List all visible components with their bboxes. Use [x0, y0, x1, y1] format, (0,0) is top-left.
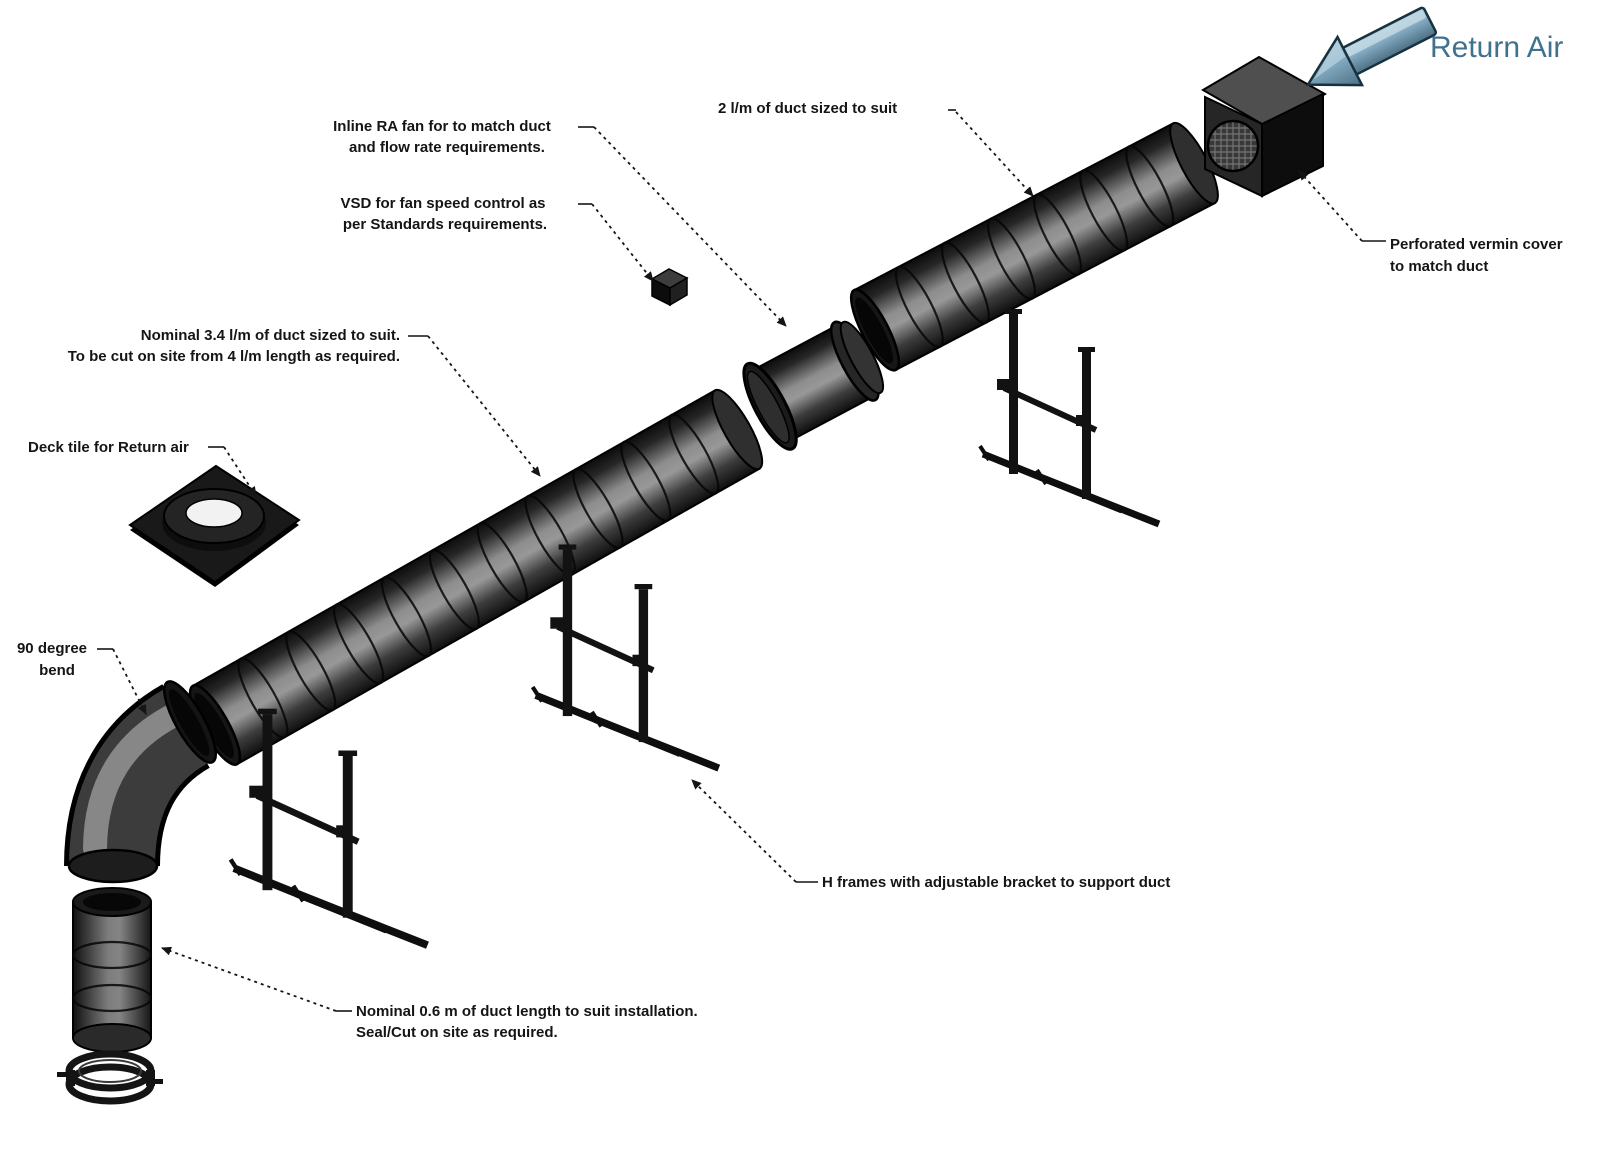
label-duct-06m-line2: Seal/Cut on site as required. [356, 1024, 558, 1041]
label-bend-line1: 90 degree [17, 640, 87, 657]
deck-tile-part [128, 464, 301, 587]
label-duct-2lm: 2 l/m of duct sized to suit [718, 100, 897, 117]
inline-ra-fan [742, 320, 885, 451]
label-duct-34lm-line1: Nominal 3.4 l/m of duct sized to suit. [141, 327, 400, 344]
bend-90-degree-part [64, 680, 217, 884]
duct-section-2lm [849, 121, 1219, 372]
label-vermin-cover: Perforated vermin cover to match duct [1390, 236, 1563, 275]
perforated-mesh [1206, 119, 1260, 173]
label-duct-34lm-line2: To be cut on site from 4 l/m length as r… [68, 348, 400, 365]
return-air-arrow-icon [1305, 6, 1437, 87]
label-vermin-line1: Perforated vermin cover [1390, 236, 1563, 253]
label-duct-34lm: Nominal 3.4 l/m of duct sized to suit. T… [68, 327, 400, 365]
duct-section-3-4lm [188, 388, 764, 766]
label-vsd-line2: per Standards requirements. [343, 216, 547, 233]
return-air-label: Return Air [1430, 31, 1563, 64]
label-vsd-line1: VSD for fan speed control as [340, 195, 545, 212]
label-duct-06m-line1: Nominal 0.6 m of duct length to suit ins… [356, 1003, 698, 1020]
label-vermin-line2: to match duct [1390, 258, 1488, 275]
label-inline-fan-line1: Inline RA fan for to match duct [333, 118, 551, 135]
label-inline-fan-line2: and flow rate requirements. [349, 139, 545, 156]
label-h-frames: H frames with adjustable bracket to supp… [822, 874, 1170, 891]
leader-lines [97, 109, 1386, 1012]
label-deck-tile: Deck tile for Return air [28, 439, 189, 456]
flange-ring [57, 1050, 163, 1105]
label-inline-fan: Inline RA fan for to match duct and flow… [333, 118, 551, 156]
label-bend-line2: bend [39, 662, 75, 679]
vsd-box [650, 268, 689, 307]
label-bend: 90 degree bend [17, 640, 87, 679]
label-duct-06m: Nominal 0.6 m of duct length to suit ins… [356, 1003, 698, 1041]
duct-section-0-6m [71, 887, 153, 1053]
fan-box-vermin-cover [1201, 55, 1327, 198]
label-vsd: VSD for fan speed control as per Standar… [340, 195, 547, 233]
h-frame-support-right [980, 309, 1159, 524]
